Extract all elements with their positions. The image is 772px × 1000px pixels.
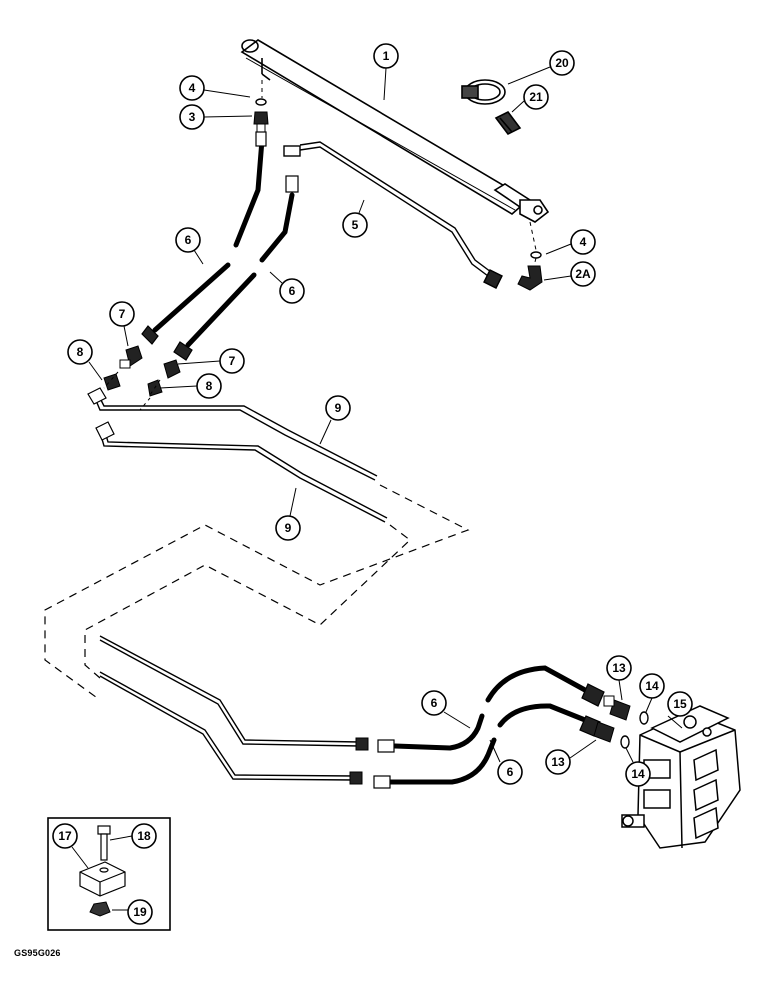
o-ring-top (255, 98, 267, 106)
hose-clamp (461, 79, 506, 105)
o-ring-14-lower (620, 735, 630, 749)
callout-5: 5 (342, 212, 368, 238)
svg-text:13: 13 (612, 661, 626, 675)
svg-text:17: 17 (58, 829, 72, 843)
svg-text:19: 19 (133, 905, 147, 919)
svg-text:21: 21 (529, 90, 543, 104)
tube-end-fittings (87, 387, 115, 441)
svg-text:20: 20 (555, 56, 569, 70)
callout-6-upper-left: 6 (175, 227, 201, 253)
hose-upper-left (152, 137, 265, 333)
svg-text:15: 15 (673, 697, 687, 711)
hose-ends-upper (141, 131, 299, 361)
set-screw (494, 110, 522, 136)
svg-text:6: 6 (289, 284, 296, 298)
svg-text:6: 6 (431, 696, 438, 710)
svg-text:9: 9 (285, 521, 292, 535)
svg-text:9: 9 (335, 401, 342, 415)
callout-6-lower-right: 6 (497, 759, 523, 785)
callout-4-bottom: 4 (570, 229, 596, 255)
adapter-right (163, 359, 181, 379)
svg-text:7: 7 (119, 307, 126, 321)
callout-8-left: 8 (67, 339, 93, 365)
callout-1: 1 (373, 43, 399, 69)
callout-6-upper-right: 6 (279, 278, 305, 304)
routing-dashed (44, 484, 470, 701)
callout-14-lower: 14 (625, 761, 651, 787)
tube-upper (94, 393, 378, 481)
hose-upper-right (185, 192, 295, 348)
callout-19: 19 (127, 899, 153, 925)
svg-text:1: 1 (383, 49, 390, 63)
clamp-block (79, 861, 126, 897)
callout-4-top: 4 (179, 75, 205, 101)
figure-code: GS95G026 (14, 948, 61, 958)
adapter-13-lower (593, 721, 615, 743)
callout-9-upper: 9 (325, 395, 351, 421)
callout-14-upper: 14 (639, 673, 665, 699)
svg-text:6: 6 (507, 765, 514, 779)
dashed-leaders-top (261, 80, 537, 267)
svg-text:14: 14 (631, 767, 645, 781)
svg-text:8: 8 (206, 379, 213, 393)
dashed-leaders-mid (103, 371, 161, 411)
callout-9-lower: 9 (275, 515, 301, 541)
tube-lower (99, 427, 388, 523)
svg-text:4: 4 (189, 81, 196, 95)
callout-7-left: 7 (109, 301, 135, 327)
svg-text:6: 6 (185, 233, 192, 247)
svg-text:5: 5 (352, 218, 359, 232)
fitting-top (253, 111, 269, 135)
adapter-13-upper (603, 695, 631, 721)
o-ring-14-upper (639, 711, 649, 725)
hose-lower-lower (387, 703, 588, 785)
callout-15: 15 (667, 691, 693, 717)
inset-box (47, 817, 171, 931)
hydraulic-cylinder (240, 39, 550, 223)
bolt (97, 825, 111, 861)
tube-long-upper (99, 635, 361, 747)
lock-nut (89, 901, 111, 917)
callout-7-right: 7 (219, 348, 245, 374)
hose-ends-lower (373, 683, 605, 789)
leader-lines (71, 66, 683, 911)
elbow-fitting (517, 265, 543, 291)
svg-text:8: 8 (77, 345, 84, 359)
tube-long-nuts (349, 737, 369, 785)
callout-18: 18 (131, 823, 157, 849)
svg-text:14: 14 (645, 679, 659, 693)
adapter-left (119, 345, 143, 369)
callout-13-upper: 13 (606, 655, 632, 681)
o-ring-bottom (530, 251, 542, 259)
callout-8-right: 8 (196, 373, 222, 399)
callout-21: 21 (523, 84, 549, 110)
nut-left (103, 373, 121, 391)
svg-text:4: 4 (580, 235, 587, 249)
callout-3: 3 (179, 104, 205, 130)
svg-text:3: 3 (189, 110, 196, 124)
callout-17: 17 (52, 823, 78, 849)
steel-tube (283, 141, 503, 289)
control-valve (621, 705, 741, 849)
svg-text:13: 13 (551, 755, 565, 769)
svg-text:7: 7 (229, 354, 236, 368)
callout-13-lower: 13 (545, 749, 571, 775)
svg-text:2A: 2A (575, 267, 591, 281)
callout-20: 20 (549, 50, 575, 76)
tube-long-lower (99, 671, 356, 781)
svg-text:18: 18 (137, 829, 151, 843)
hose-lower-upper (392, 665, 588, 751)
callout-2a: 2A (570, 261, 596, 287)
callout-6-lower-left: 6 (421, 690, 447, 716)
